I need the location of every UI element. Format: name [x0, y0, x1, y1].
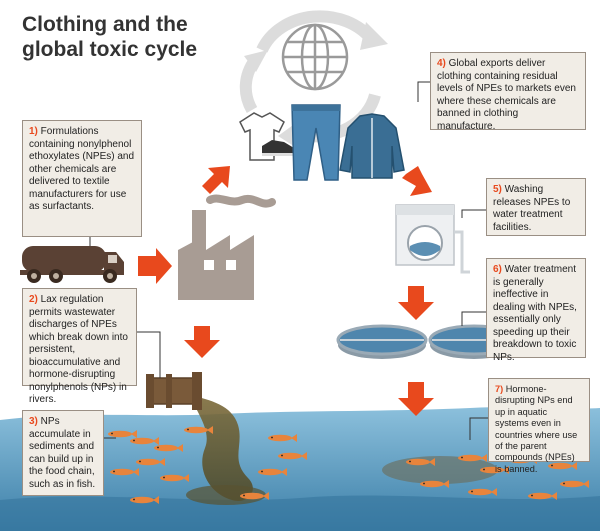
arrow-treatment-to-river	[398, 382, 434, 416]
title-line-2: global toxic cycle	[22, 38, 198, 61]
step-3-callout: 3) NPs accumulate in sediments and can b…	[22, 410, 104, 496]
factory-icon	[178, 194, 276, 300]
title-line-1: Clothing and the	[22, 13, 188, 36]
trousers-icon	[291, 104, 341, 181]
step-text: Global exports deliver clothing containi…	[437, 58, 576, 132]
step-text: Washing releases NPEs to water treatment…	[493, 184, 571, 233]
step-4-callout: 4) Global exports deliver clothing conta…	[430, 52, 586, 132]
step-6-callout: 6) Water treatment is generally ineffect…	[486, 258, 586, 363]
step-number: 7)	[495, 384, 506, 394]
step-text: Formulations containing nonylphenol etho…	[29, 126, 135, 212]
step-number: 3)	[29, 416, 41, 427]
washing-machine-icon	[395, 204, 470, 274]
step-1-callout: 1) Formulations containing nonylphenol e…	[22, 120, 142, 237]
step-number: 5)	[493, 184, 505, 195]
shoes-icon	[262, 140, 294, 156]
page-title: Clothing and the global toxic cycle	[22, 12, 197, 62]
arrow-truck-to-factory	[138, 248, 172, 284]
flow-arrows	[138, 166, 434, 416]
step-text: Lax regulation permits wastewater discha…	[29, 294, 128, 405]
step-number: 4)	[437, 58, 449, 69]
step-7-callout: 7) Hormone-disrupting NPs end up in aqua…	[488, 378, 590, 474]
step-text: Hormone-disrupting NPs end up in aquatic…	[495, 384, 578, 474]
tanker-truck-icon	[20, 246, 124, 283]
connector-lines	[89, 81, 488, 440]
discharge-pipe-icon	[146, 372, 202, 410]
globe-icon	[281, 23, 349, 91]
step-number: 6)	[493, 264, 505, 275]
arrow-washing-to-treatment	[398, 286, 434, 320]
step-text: NPs accumulate in sediments and can buil…	[29, 416, 96, 490]
arrow-factory-to-river	[184, 326, 220, 358]
step-number: 1)	[29, 126, 41, 137]
arrow-factory-to-clothes	[202, 166, 230, 194]
step-text: Water treatment is generally ineffective…	[493, 264, 577, 363]
step-2-callout: 2) Lax regulation permits wastewater dis…	[22, 288, 137, 405]
step-5-callout: 5) Washing releases NPEs to water treatm…	[486, 178, 586, 236]
jacket-icon	[339, 113, 405, 179]
arrow-clothes-to-washing	[402, 166, 432, 196]
step-number: 2)	[29, 294, 41, 305]
